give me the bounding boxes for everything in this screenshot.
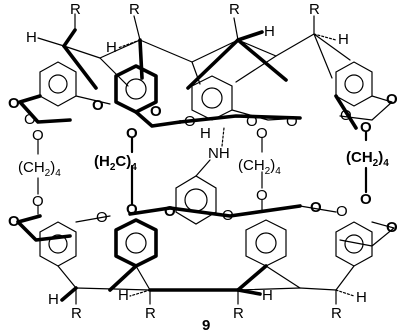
label-o-7: O xyxy=(386,91,398,108)
label-o-21: O xyxy=(222,207,234,224)
label-o-8: O xyxy=(24,111,36,128)
label-h-guest: H xyxy=(200,125,211,142)
label-o-23: O xyxy=(386,219,398,236)
linker-center-count: 4 xyxy=(275,166,281,177)
label-h-bottom-4: H xyxy=(356,289,367,306)
label-o-3: O xyxy=(150,103,162,120)
label-o-20: O xyxy=(164,203,176,220)
label-h-bottom-1: H xyxy=(48,291,59,308)
label-r-top-1: R xyxy=(70,1,81,18)
label-h-top-3: H xyxy=(264,23,275,40)
label-o-24: O xyxy=(336,203,348,220)
label-o-12: O xyxy=(256,125,268,142)
label-o-14: O xyxy=(32,193,44,210)
linker-h2c-open: (H xyxy=(94,153,110,170)
label-h-top-1: H xyxy=(26,29,37,46)
linker-left-close: ) xyxy=(50,159,55,176)
linker-right-count: 4 xyxy=(383,158,389,169)
linker-center-sub: 2 xyxy=(265,166,271,177)
svg-text:(CH2)4: (CH2)4 xyxy=(346,149,389,169)
linker-h2c-count: 4 xyxy=(131,162,137,173)
linker-right-open: (CH xyxy=(346,149,373,166)
top-cavitand xyxy=(18,13,393,130)
label-o-11: O xyxy=(126,125,138,142)
label-h-bottom-2: H xyxy=(118,287,129,304)
label-o-15: O xyxy=(126,201,138,218)
linker-right-close: ) xyxy=(378,149,383,166)
label-r-bottom-3: R xyxy=(233,305,244,322)
svg-text:(H2C)4: (H2C)4 xyxy=(94,153,137,173)
linker-left-sub: 2 xyxy=(45,168,51,179)
label-r-bottom-1: R xyxy=(71,305,82,322)
label-h-top-2: H xyxy=(106,39,117,56)
label-o-5: O xyxy=(246,113,258,130)
aniline-guest xyxy=(175,127,225,225)
linker-label-right: (CH2)4 xyxy=(346,149,389,169)
svg-text:(CH2)4: (CH2)4 xyxy=(238,157,281,177)
label-o-22: O xyxy=(310,199,322,216)
linker-left-count: 4 xyxy=(55,168,61,179)
label-r-top-4: R xyxy=(309,1,320,18)
label-o-17: O xyxy=(360,191,372,208)
linker-center-open: (CH xyxy=(238,157,265,174)
label-o-10: O xyxy=(32,127,44,144)
label-r-top-2: R xyxy=(129,1,140,18)
label-o-1: O xyxy=(8,95,20,112)
linker-center-close: ) xyxy=(270,157,275,174)
linker-h2c-sub: 2 xyxy=(110,162,116,173)
label-h-top-4: H xyxy=(338,31,349,48)
bottom-cavitand xyxy=(16,204,395,305)
label-r-bottom-2: R xyxy=(145,305,156,322)
linker-label-h2c: (H2C)4 xyxy=(94,153,137,173)
label-o-2: O xyxy=(92,97,104,114)
label-o-19: O xyxy=(96,209,108,226)
linker-left-open: (CH xyxy=(18,159,45,176)
label-o-9: O xyxy=(340,107,352,124)
label-h-bottom-3: H xyxy=(262,287,273,304)
linker-label-center: (CH2)4 xyxy=(238,157,281,177)
label-o-4: O xyxy=(184,113,196,130)
label-r-top-3: R xyxy=(229,1,240,18)
svg-text:(CH2)4: (CH2)4 xyxy=(18,159,61,179)
label-o-6: O xyxy=(286,113,298,130)
butyl-linkers xyxy=(37,130,368,215)
linker-h2c-c: C) xyxy=(115,153,131,170)
compound-number: 9 xyxy=(202,317,210,331)
label-o-18: O xyxy=(8,213,20,230)
linker-label-left: (CH2)4 xyxy=(18,159,61,179)
label-r-bottom-4: R xyxy=(331,305,342,322)
label-o-13: O xyxy=(360,119,372,136)
label-nh: NH xyxy=(208,145,230,162)
label-o-16: O xyxy=(256,187,268,204)
linker-right-sub: 2 xyxy=(373,158,379,169)
